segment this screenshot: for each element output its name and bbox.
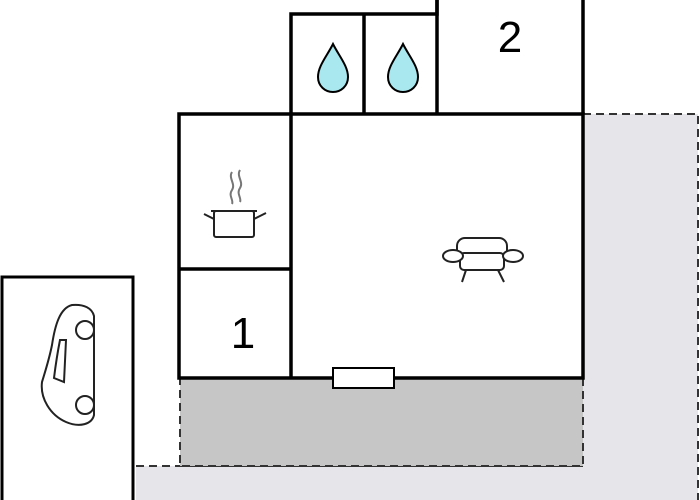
door-icon	[332, 367, 395, 389]
patio-area	[179, 377, 584, 467]
water-drop-icon	[316, 41, 350, 94]
cooking-pot-icon	[203, 169, 267, 238]
water-drop-icon	[386, 41, 420, 94]
building-walls	[177, 0, 585, 380]
room-number-label: 2	[498, 13, 522, 62]
armchair-icon	[442, 237, 524, 283]
room-number-label: 1	[231, 309, 255, 358]
car-icon	[40, 303, 95, 426]
